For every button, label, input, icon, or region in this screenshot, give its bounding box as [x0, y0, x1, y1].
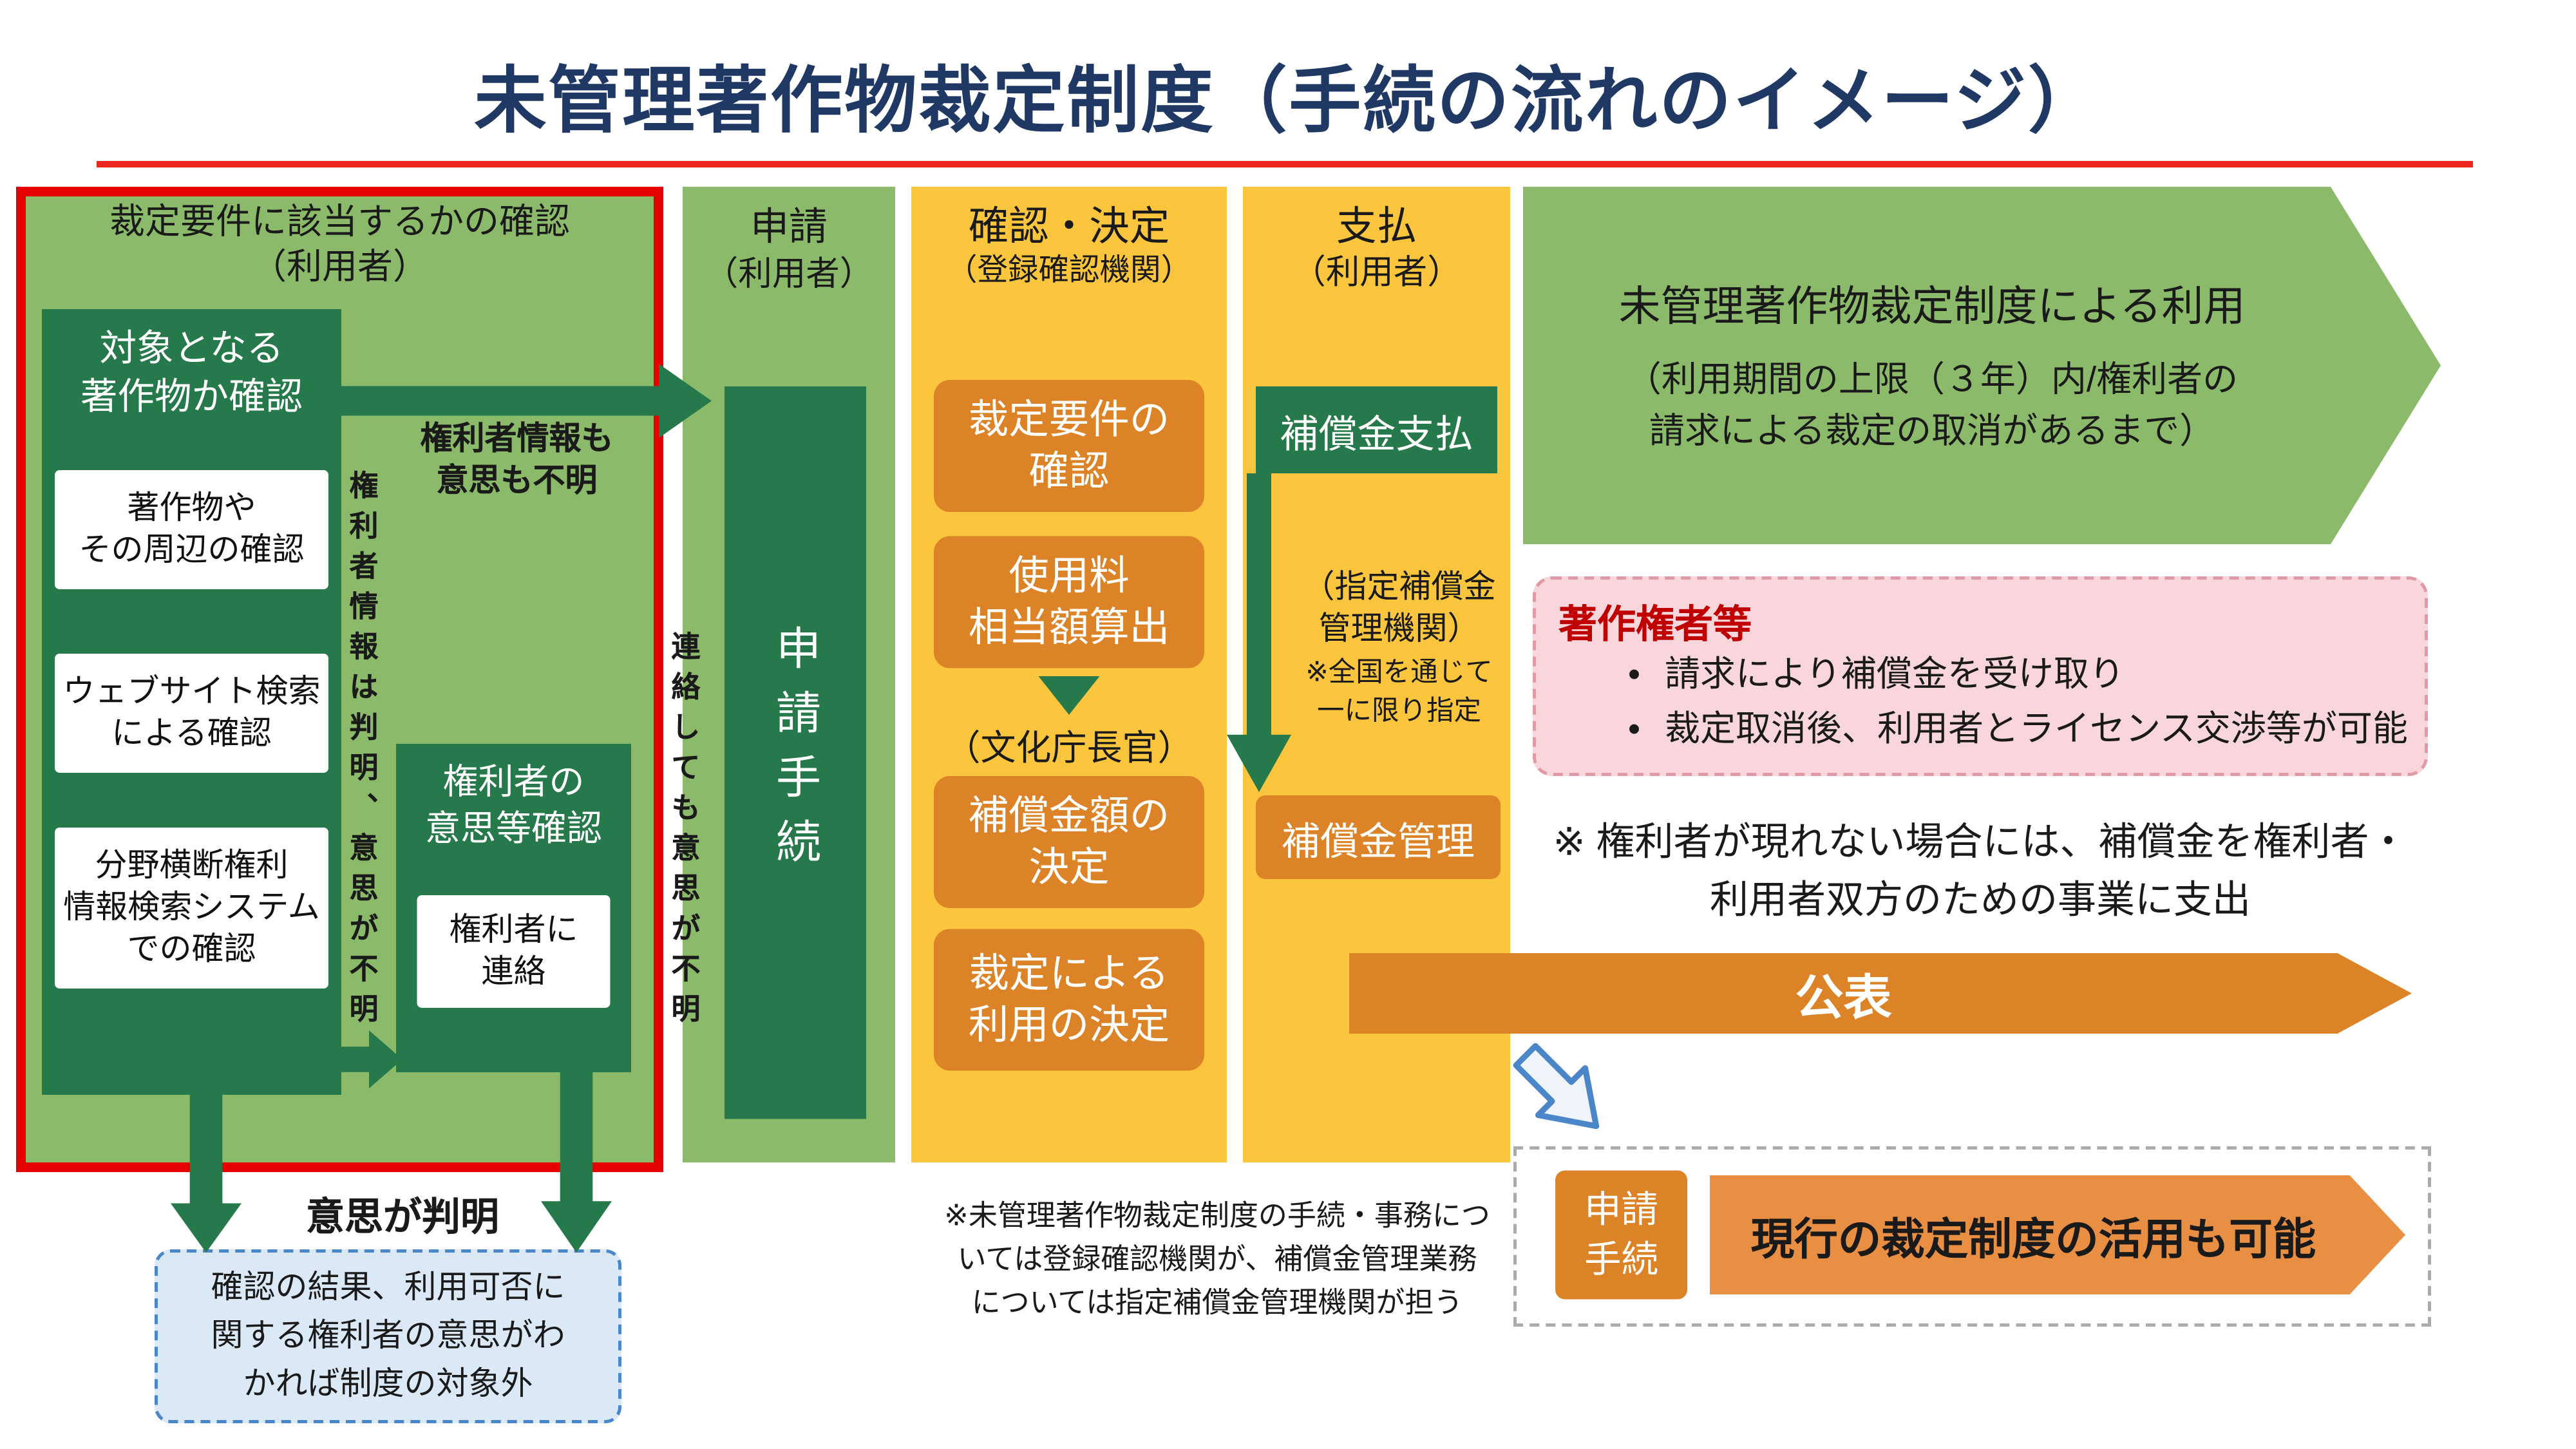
confirmation-footnote: ※未管理著作物裁定制度の手続・事務につ いては登録確認機関が、補償金管理業務 に… — [944, 1199, 1490, 1319]
rights-holder-bullet-list: • 請求により補償金を受け取り • 裁定取消後、利用者とライセンス交渉等が可能 — [1604, 647, 2417, 757]
existing-procedure-box: 申請 手続 — [1555, 1170, 1687, 1300]
bullet-text: 裁定取消後、利用者とライセンス交渉等が可能 — [1665, 708, 2408, 749]
title-underline — [97, 161, 2473, 167]
excluded-note-box: 確認の結果、利用可否に 関する権利者の意思がわ かれば制度の対象外 — [155, 1249, 621, 1423]
target-check-step-cross-field-search: 分野横断権利 情報検索システム での確認 — [55, 828, 328, 989]
rights-holder-info-title: 著作権者等 — [1558, 603, 1752, 648]
requirement-confirm-box: 裁定要件の 確認 — [934, 380, 1204, 512]
payment-title: 支払 — [1336, 204, 1417, 250]
agency-label: （文化庁長官） — [945, 728, 1193, 768]
block-arrow-graphic — [1513, 1043, 1600, 1130]
target-check-step-work: 著作物や その周辺の確認 — [55, 470, 328, 589]
confirmation-title: 確認・決定 — [968, 204, 1170, 250]
unclaimed-compensation-note: ※ 権利者が現れない場合には、補償金を権利者・ 利用者双方のための事業に支出 — [1553, 821, 2408, 923]
intent-known-label: 意思が判明 — [306, 1196, 499, 1240]
usage-arrow-shape — [1523, 187, 2441, 544]
bullet-item: • 裁定取消後、利用者とライセンス交渉等が可能 — [1604, 702, 2417, 757]
compensation-payment-box: 補償金支払 — [1256, 386, 1497, 473]
requirement-panel-subtitle: （利用者） — [251, 245, 428, 286]
rights-info-unknown-note: 権利者情報も 意思も不明 — [420, 422, 614, 499]
page-title: 未管理著作物裁定制度（手続の流れのイメージ） — [474, 59, 2102, 142]
compensation-decision-box: 補償金額の 決定 — [934, 776, 1204, 908]
usage-arrow-title: 未管理著作物裁定制度による利用 — [1618, 281, 2246, 330]
application-procedure-box: 申請手続 — [724, 386, 866, 1119]
bullet-icon: • — [1627, 654, 1641, 694]
publication-arrow: 公表 — [1349, 953, 2412, 1034]
usage-arrow-note: （利用期間の上限（３年）内/権利者の 請求による裁定の取消があるまで） — [1625, 359, 2239, 451]
rights-holder-info-box — [1533, 576, 2428, 776]
target-check-step-web-search: ウェブサイト検索 による確認 — [55, 654, 328, 773]
confirmation-header: 確認・決定 （登録確認機関） — [911, 203, 1227, 292]
no-response-note: 連絡しても意思が不明 — [668, 631, 701, 1034]
requirement-panel-header: 裁定要件に該当するかの確認 （利用者） — [26, 200, 654, 289]
confirmation-subtitle: （登録確認機関） — [946, 254, 1191, 289]
application-title: 申請 — [750, 206, 828, 250]
bullet-item: • 請求により補償金を受け取り — [1604, 647, 2417, 702]
fee-calculation-box: 使用料 相当額算出 — [934, 536, 1204, 668]
target-check-title: 対象となる 著作物か確認 — [80, 327, 303, 417]
rights-info-known-note: 権利者情報は判明、意思が不明 — [346, 470, 379, 1034]
existing-system-arrow: 現行の裁定制度の活用も可能 — [1710, 1175, 2405, 1294]
managing-org-label: （指定補償金 管理機関） — [1302, 570, 1496, 647]
flow-continues-arrow-icon — [1493, 1023, 1630, 1160]
managing-org-note: ※全国を通じて 一に限り指定 — [1305, 657, 1493, 726]
application-header: 申請 （利用者） — [683, 203, 895, 297]
bullet-icon: • — [1627, 708, 1641, 749]
application-procedure-label: 申請手続 — [771, 623, 822, 882]
usage-decision-box: 裁定による 利用の決定 — [934, 929, 1204, 1071]
compensation-management-box: 補償金管理 — [1256, 795, 1501, 879]
rights-holder-check-title: 権利者の 意思等確認 — [424, 761, 602, 848]
requirement-panel-title: 裁定要件に該当するかの確認 — [109, 201, 570, 242]
contact-rights-holder-box: 権利者に 連絡 — [417, 895, 611, 1008]
payment-header: 支払 （利用者） — [1243, 203, 1510, 296]
payment-subtitle: （利用者） — [1292, 254, 1461, 292]
bullet-text: 請求により補償金を受け取り — [1665, 654, 2125, 694]
application-subtitle: （利用者） — [704, 256, 874, 294]
